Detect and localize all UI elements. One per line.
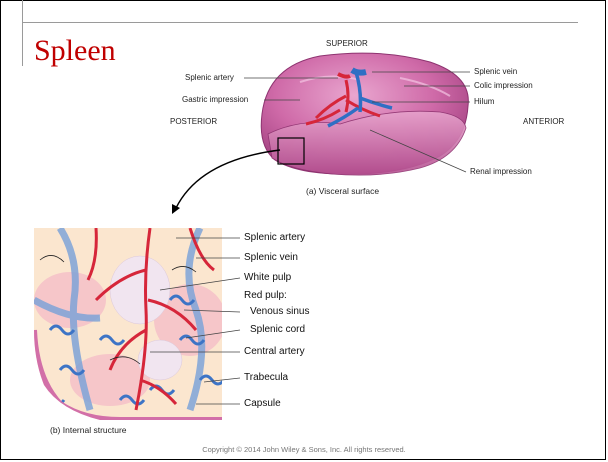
label-splenic-vein-b: Splenic vein bbox=[244, 253, 298, 263]
label-white-pulp: White pulp bbox=[244, 273, 291, 283]
label-renal-impression: Renal impression bbox=[470, 168, 532, 176]
orientation-posterior: POSTERIOR bbox=[170, 118, 217, 126]
zoom-arrow bbox=[176, 150, 280, 208]
label-central-artery: Central artery bbox=[244, 347, 305, 357]
label-capsule: Capsule bbox=[244, 399, 281, 409]
caption-internal-structure: (b) Internal structure bbox=[50, 425, 127, 435]
visceral-surface-organ bbox=[261, 53, 468, 175]
label-splenic-artery-b: Splenic artery bbox=[244, 233, 305, 243]
internal-structure-illustration bbox=[30, 224, 226, 424]
orientation-anterior: ANTERIOR bbox=[523, 118, 564, 126]
label-splenic-vein-a: Splenic vein bbox=[474, 68, 517, 76]
label-splenic-cord: Splenic cord bbox=[250, 325, 305, 335]
caption-visceral-surface: (a) Visceral surface bbox=[306, 186, 379, 196]
label-venous-sinus: Venous sinus bbox=[250, 307, 310, 317]
label-gastric-impression: Gastric impression bbox=[182, 96, 248, 104]
label-hilum: Hilum bbox=[474, 98, 494, 106]
zoom-arrow-head bbox=[172, 204, 180, 214]
label-colic-impression: Colic impression bbox=[474, 82, 533, 90]
label-trabecula: Trabecula bbox=[244, 373, 288, 383]
label-red-pulp: Red pulp: bbox=[244, 291, 287, 301]
copyright-notice: Copyright © 2014 John Wiley & Sons, Inc.… bbox=[0, 445, 608, 454]
orientation-superior: SUPERIOR bbox=[326, 40, 368, 48]
label-splenic-artery-a: Splenic artery bbox=[185, 74, 234, 82]
